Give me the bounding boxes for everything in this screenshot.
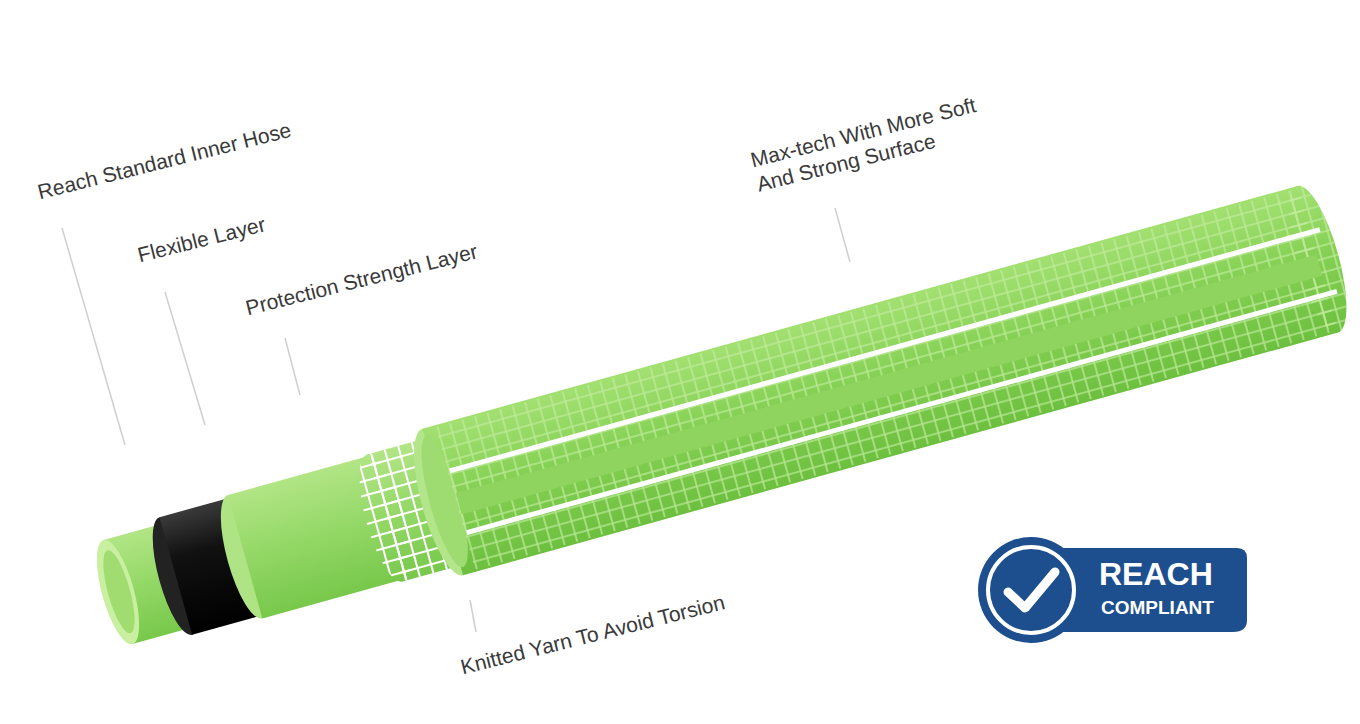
badge-subtitle: COMPLIANT — [1101, 598, 1214, 617]
callout-label: Protection Strength Layer — [243, 238, 480, 320]
compliance-badge: REACH COMPLIANT — [975, 536, 1260, 644]
callout-label: Max-tech With More Soft And Strong Surfa… — [748, 88, 1003, 197]
badge-shape — [975, 536, 1260, 644]
callout-label: Reach Standard Inner Hose — [35, 117, 294, 204]
callout-label: Knitted Yarn To Avoid Torsion — [458, 589, 727, 679]
callout-label: Flexible Layer — [135, 211, 268, 267]
badge-title: REACH — [1099, 558, 1213, 590]
